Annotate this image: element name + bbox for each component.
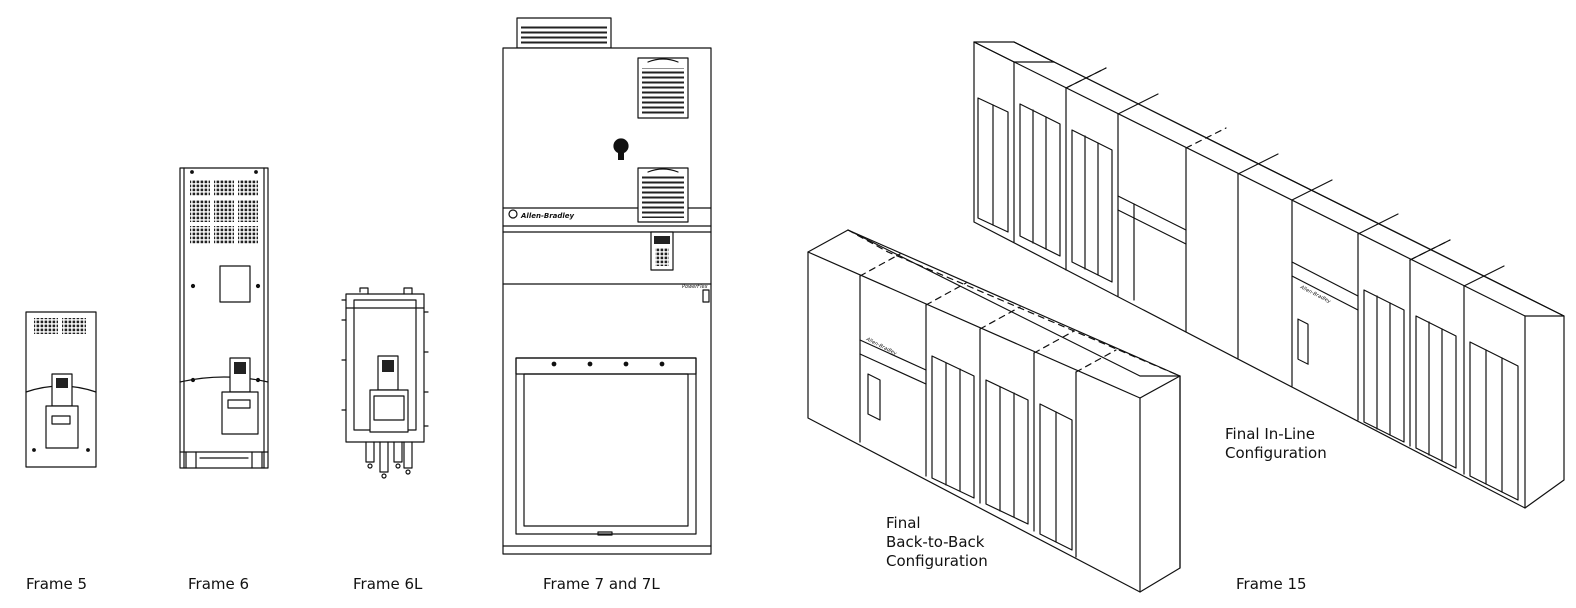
back-to-back-line-1: Final	[886, 514, 921, 532]
svg-text:PowerFlex: PowerFlex	[682, 284, 708, 290]
back-to-back-line-2: Back-to-Back	[886, 533, 985, 551]
inline-configuration-label: Final In-Line Configuration	[1225, 425, 1327, 463]
frame6-drive-drawing	[179, 167, 269, 469]
frame6l-label: Frame 6L	[353, 575, 423, 593]
frame15-label: Frame 15	[1236, 575, 1307, 593]
frame6l-drive-drawing	[341, 287, 429, 479]
frame5-label: Frame 5	[26, 575, 88, 593]
inline-configuration-line-1: Final In-Line	[1225, 425, 1315, 443]
inline-configuration-line-2: Configuration	[1225, 444, 1327, 462]
frame5-drive-drawing	[25, 311, 97, 468]
frame15-back-to-back-configuration-drawing	[807, 229, 1181, 593]
back-to-back-line-3: Configuration	[886, 552, 988, 570]
svg-text:Allen-Bradley: Allen-Bradley	[520, 212, 575, 220]
back-to-back-configuration-label: Final Back-to-Back Configuration	[886, 514, 988, 571]
frame15-inline-configuration-drawing	[973, 41, 1565, 509]
frame7-cabinet-drawing	[502, 17, 712, 555]
frame6-label: Frame 6	[188, 575, 250, 593]
frame7-label: Frame 7 and 7L	[543, 575, 660, 593]
